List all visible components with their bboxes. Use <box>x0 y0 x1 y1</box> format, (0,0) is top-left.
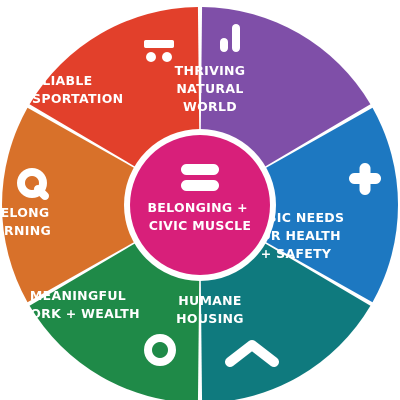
segment-label-housing: HUMANE HOUSING <box>176 293 244 326</box>
segment-label-transportation: RELIABLE TRANSPORTATION <box>0 73 123 106</box>
segment-label-line: + SAFETY <box>261 246 332 261</box>
center-label-line-2: CIVIC MUSCLE <box>149 218 252 233</box>
segment-label-line: WORLD <box>183 99 237 114</box>
segment-label-line: HUMANE <box>178 293 242 308</box>
roof-icon <box>225 340 279 367</box>
segment-label-line: THRIVING <box>175 63 246 78</box>
segment-learning <box>2 107 201 303</box>
plus-icon <box>349 163 381 195</box>
segment-label-learning: LIFELONG LEARNING <box>0 205 51 238</box>
segment-label-work-wealth: MEANINGFUL WORK + WEALTH <box>16 288 140 321</box>
bar-chart-icon <box>220 24 240 52</box>
center-circle <box>130 135 270 275</box>
segment-label-line: LIFELONG <box>0 205 49 220</box>
magnifier-icon <box>17 168 49 200</box>
bus-icon <box>144 40 174 62</box>
svg-text:BELONGING + CIVIC MUSC: BELONGING + CIVIC MUSCLE <box>147 200 252 233</box>
ring-icon <box>144 334 176 366</box>
segment-label-line: RELIABLE <box>24 73 93 88</box>
segment-label-line: LEARNING <box>0 223 51 238</box>
segment-label-line: NATURAL <box>176 81 243 96</box>
center-label-line-1: BELONGING + <box>147 200 247 215</box>
equals-icon <box>181 164 219 191</box>
segment-label-line: HOUSING <box>176 311 244 326</box>
segment-label-line: FOR HEALTH <box>251 228 341 243</box>
segment-label-natural-world: THRIVING NATURAL WORLD <box>175 63 246 114</box>
segment-basic-needs <box>200 107 398 303</box>
segment-label-line: MEANINGFUL <box>30 288 126 303</box>
segment-label-line: WORK + WEALTH <box>16 306 140 321</box>
segment-label-line: TRANSPORTATION <box>0 91 123 106</box>
